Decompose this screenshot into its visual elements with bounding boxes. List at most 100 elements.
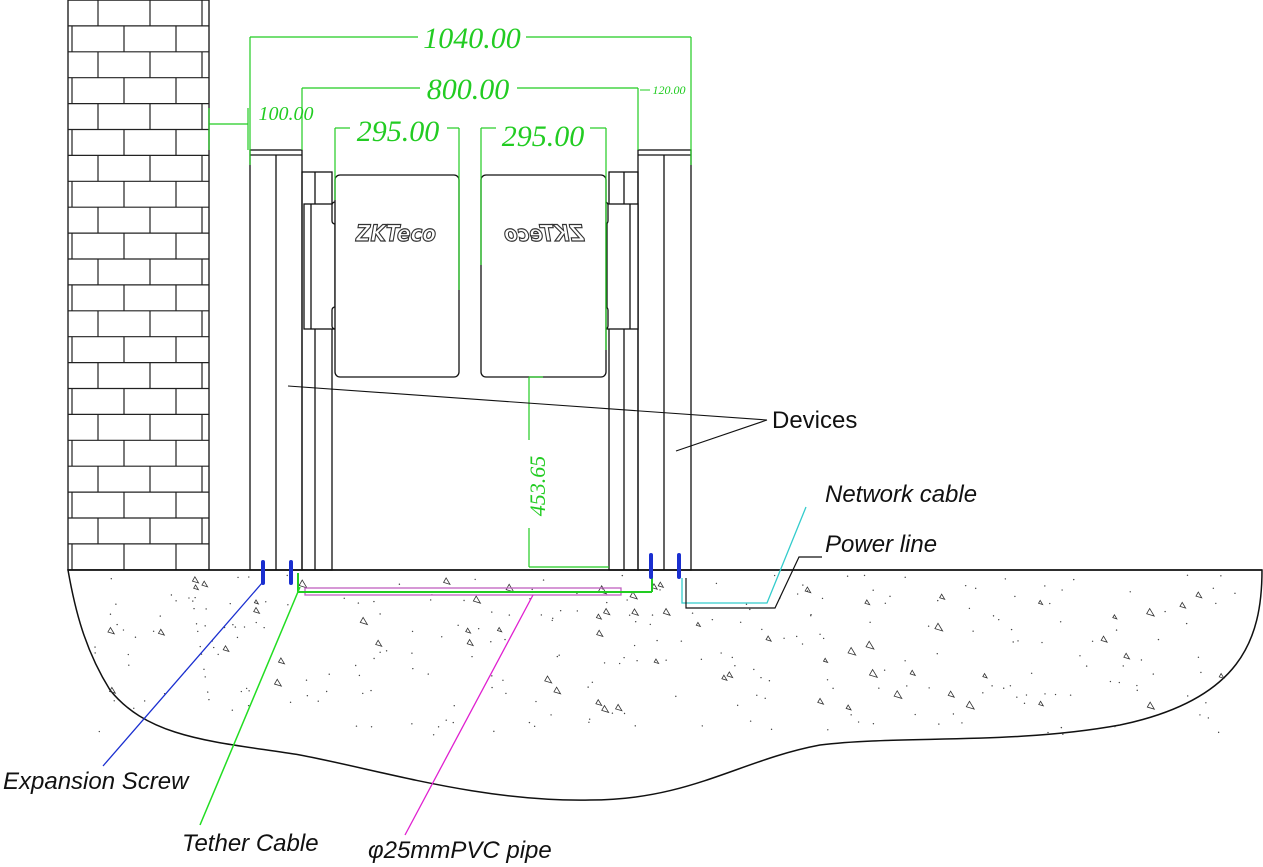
aggregate-dot — [628, 614, 631, 616]
aggregate-dot — [505, 692, 507, 695]
aggregate-stone — [868, 668, 879, 679]
aggregate-dot — [634, 621, 637, 623]
aggregate-dot — [533, 725, 536, 728]
aggregate-dot — [927, 625, 930, 627]
dim-flap-height-label: 453.65 — [525, 456, 550, 517]
aggregate-dot — [846, 575, 849, 577]
aggregate-dot — [194, 596, 196, 599]
aggregate-dot — [508, 614, 511, 616]
tether-cable-leader — [199, 586, 301, 826]
aggregate-dot — [192, 600, 194, 602]
aggregate-dot — [240, 690, 243, 693]
aggregate-stone — [864, 599, 871, 606]
aggregate-stone — [662, 607, 671, 616]
aggregate-dot — [749, 720, 752, 722]
aggregate-dot — [116, 623, 118, 626]
aggregate-dot — [623, 712, 626, 715]
aggregate-dot — [783, 637, 785, 639]
aggregate-dot — [884, 602, 887, 604]
aggregate-stone — [1218, 672, 1225, 679]
aggregate-dot — [1044, 693, 1046, 695]
aggregate-dot — [229, 602, 231, 605]
aggregate-dot — [373, 657, 375, 660]
aggregate-dot — [1085, 665, 1088, 667]
aggregate-dot — [1049, 602, 1051, 605]
aggregate-dot — [287, 604, 289, 606]
devices-label: Devices — [772, 407, 857, 434]
aggregate-dot — [1061, 589, 1063, 591]
aggregate-dot — [1234, 592, 1236, 595]
aggregate-dot — [623, 656, 625, 659]
aggregate-dot — [471, 655, 473, 658]
aggregate-stone — [359, 616, 369, 626]
aggregate-dot — [1186, 695, 1189, 697]
aggregate-dot — [328, 673, 330, 675]
aggregate-dot — [502, 679, 504, 682]
aggregate-dot — [626, 599, 628, 601]
brick-wall — [67, 0, 210, 571]
aggregate-stone — [804, 586, 812, 594]
aggregate-dot — [493, 730, 495, 733]
aggregate-dot — [964, 584, 967, 587]
aggregate-dot — [872, 589, 874, 591]
aggregate-stone — [893, 689, 903, 700]
aggregate-dot — [819, 633, 821, 635]
aggregate-dot — [540, 614, 543, 616]
aggregate-dot — [1069, 694, 1072, 696]
right-flap-panel — [480, 174, 607, 378]
aggregate-dot — [437, 726, 440, 728]
aggregate-dot — [109, 613, 112, 615]
aggregate-dot — [245, 687, 248, 690]
aggregate-stone — [1123, 652, 1131, 660]
aggregate-dot — [1136, 684, 1138, 687]
aggregate-dot — [203, 668, 205, 671]
aggregate-dot — [199, 645, 201, 648]
aggregate-dot — [343, 597, 345, 600]
aggregate-dot — [982, 692, 984, 694]
aggregate-dot — [248, 576, 250, 578]
aggregate-dot — [207, 691, 209, 693]
aggregate-dot — [634, 725, 636, 727]
aggregate-stone — [614, 703, 623, 712]
aggregate-dot — [869, 621, 871, 624]
aggregate-dot — [938, 723, 940, 725]
aggregate-dot — [193, 607, 195, 610]
aggregate-dot — [490, 641, 492, 643]
aggregate-dot — [1152, 673, 1155, 675]
left-cabinet — [249, 149, 333, 571]
aggregate-dot — [1030, 672, 1033, 674]
tether-cable-label: Tether Cable — [182, 830, 319, 857]
dim-right-offset-label: 120.00 — [653, 83, 686, 97]
aggregate-dot — [665, 659, 667, 661]
dim-left-offset-label: 100.00 — [259, 103, 314, 125]
aggregate-stone — [553, 686, 562, 695]
aggregate-dot — [904, 660, 906, 662]
aggregate-dot — [756, 694, 758, 696]
aggregate-dot — [1059, 621, 1062, 623]
aggregate-dot — [720, 652, 722, 654]
aggregate-dot — [936, 653, 938, 655]
aggregate-dot — [731, 656, 733, 659]
aggregate-dot — [362, 692, 364, 695]
aggregate-dot — [453, 705, 455, 707]
aggregate-dot — [1010, 628, 1013, 631]
aggregate-dot — [143, 700, 146, 702]
dim-left-offset — [208, 108, 249, 150]
aggregate-dot — [587, 686, 589, 688]
aggregate-dot — [411, 723, 413, 725]
aggregate-dot — [204, 625, 206, 627]
aggregate-stone — [1112, 614, 1118, 620]
aggregate-dot — [992, 615, 995, 617]
aggregate-dot — [701, 725, 703, 727]
aggregate-dot — [906, 685, 908, 687]
aggregate-stone — [1146, 701, 1156, 710]
aggregate-dot — [385, 650, 388, 652]
aggregate-dot — [247, 704, 250, 707]
aggregate-stone — [657, 581, 665, 589]
aggregate-stone — [822, 657, 829, 664]
aggregate-dot — [745, 603, 748, 606]
aggregate-dot — [115, 603, 117, 605]
aggregate-dot — [133, 707, 135, 709]
aggregate-dot — [204, 676, 206, 678]
right-logo: ZKTeco — [504, 222, 585, 247]
